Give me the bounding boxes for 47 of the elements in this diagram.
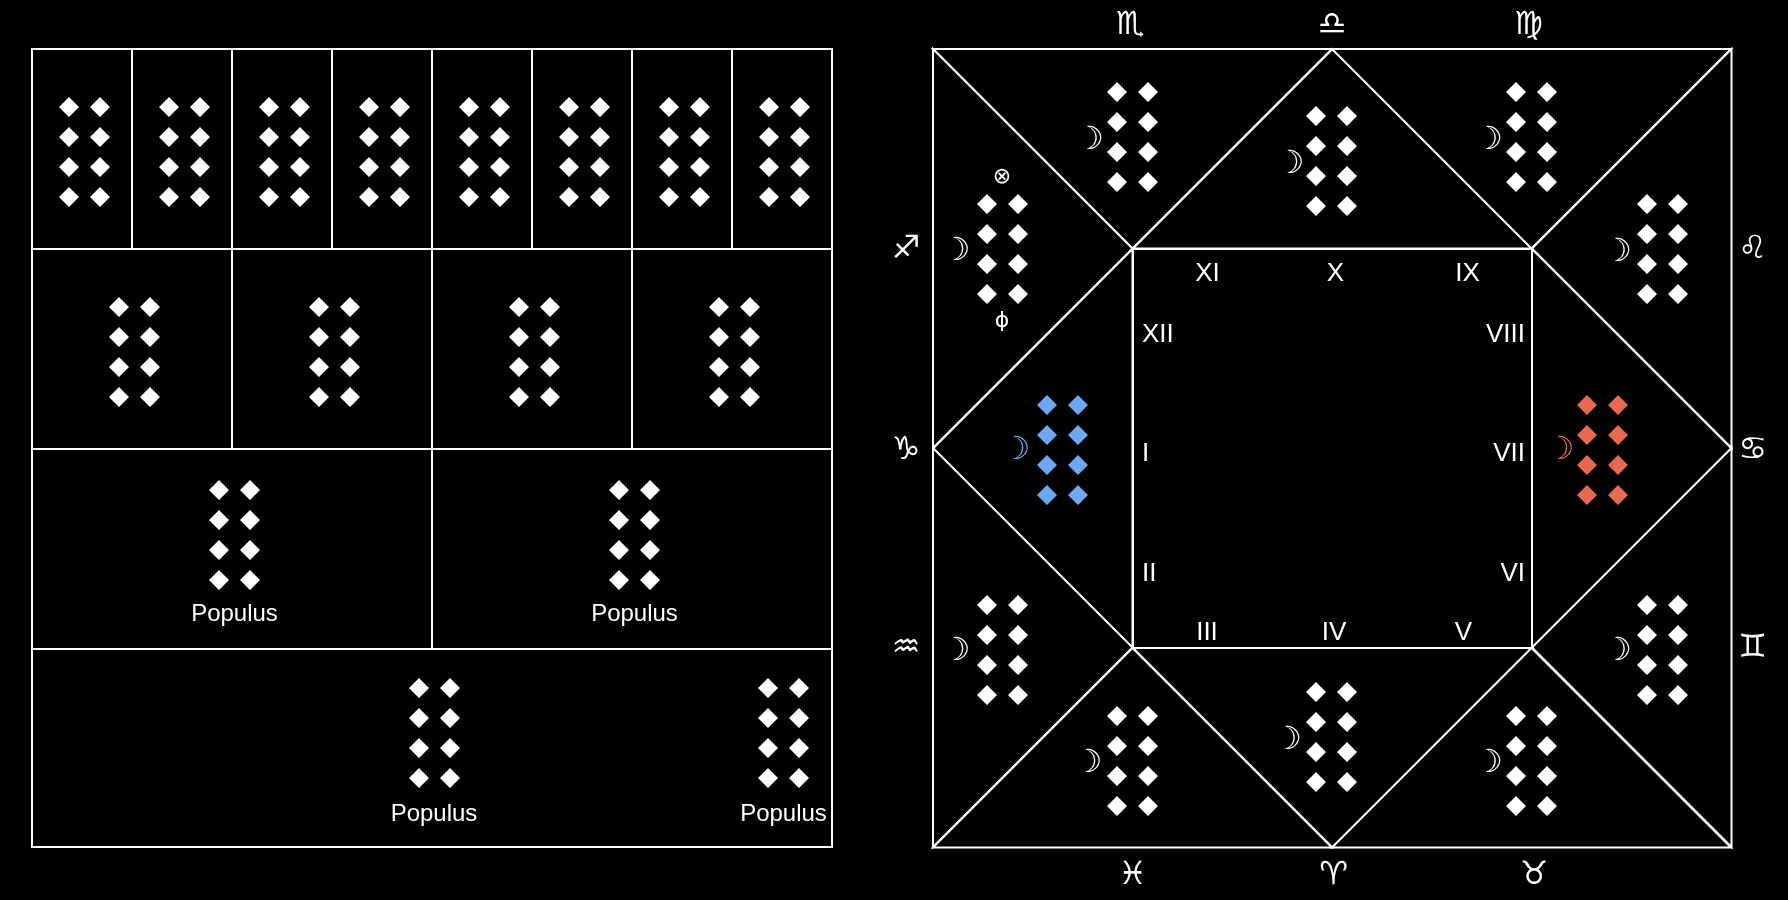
figure-name: Populus [591,601,678,625]
grid-cell [731,48,833,250]
moon-symbol: ☽ [1474,745,1503,777]
zodiac-sign: ♌ [1738,231,1767,263]
house-triangle [1132,49,1532,249]
figure-name: Populus [191,601,278,625]
zodiac-sign: ♉ [1519,857,1549,889]
house-numeral: VII [1493,439,1525,465]
zodiac-sign: ♒ [891,630,921,662]
grid-cell [31,48,133,250]
house-numeral: X [1326,259,1345,285]
house-numeral: II [1142,559,1157,585]
moon-symbol: ☽ [1273,722,1302,754]
moon-symbol: ☽ [941,633,971,665]
zodiac-sign: ♎ [1317,7,1347,39]
figure-name: Populus [390,801,478,825]
phi-symbol: ϕ [994,309,1010,331]
moon-symbol: ☽ [1275,146,1305,178]
moon-symbol: ☽ [1073,745,1103,777]
zodiac-sign: ♋ [1738,432,1767,464]
house-numeral: IV [1321,618,1347,644]
house-numeral: VIII [1486,320,1525,346]
moon-symbol: ☽ [941,233,971,265]
moon-symbol: ☽ [1545,432,1575,464]
zodiac-sign: ♍ [1514,7,1543,39]
zodiac-sign: ♐ [891,231,921,263]
moon-symbol: ☽ [1603,234,1632,266]
zodiac-sign: ♈ [1319,857,1348,889]
zodiac-sign: ♓ [1118,857,1147,889]
house-numeral: IX [1455,259,1480,285]
house-numeral: XII [1142,320,1174,346]
house-numeral: XI [1195,259,1220,285]
house-numeral: VI [1500,559,1525,585]
zodiac-sign: ♑ [891,432,921,464]
zodiac-sign: ♊ [1738,630,1767,662]
figure-name: Populus [740,801,827,825]
house-numeral: V [1454,618,1473,644]
circled-cross-symbol: ⊗ [992,165,1012,187]
house-numeral: I [1142,439,1150,465]
grid-cell [31,648,833,848]
moon-symbol: ☽ [1474,122,1503,154]
house-numeral: III [1196,618,1218,644]
zodiac-sign: ♏ [1115,7,1145,39]
house-triangle [1132,647,1532,847]
moon-symbol: ☽ [1603,633,1632,665]
moon-symbol: ☽ [1075,122,1104,154]
moon-symbol: ☽ [1001,432,1031,464]
